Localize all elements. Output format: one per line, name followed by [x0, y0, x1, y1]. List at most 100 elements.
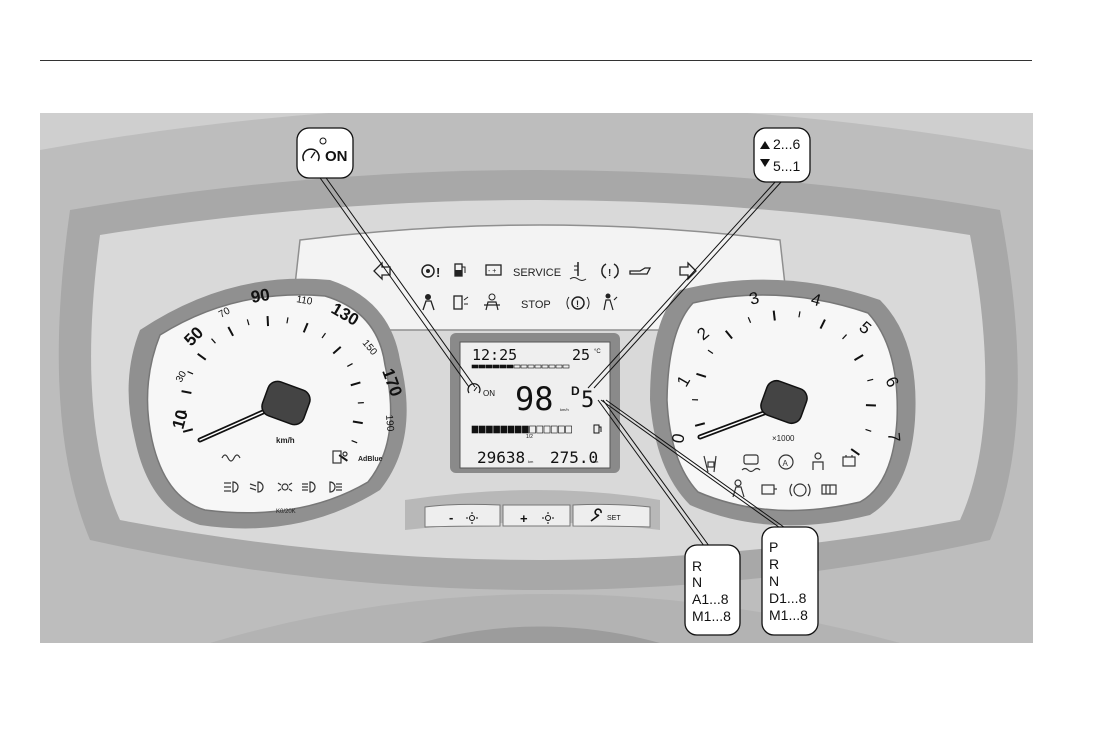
callout-cruise-label: ON [325, 148, 348, 165]
brightness-up-icon [542, 512, 554, 524]
speedometer-tick-mark [347, 363, 353, 367]
lcd-temp-segment [562, 364, 570, 369]
lcd-trip: 275.0 [550, 448, 598, 467]
dim-minus-button[interactable]: - [424, 503, 501, 528]
coolant-temp-icon [569, 262, 587, 281]
speedometer-tick-mark [321, 332, 326, 339]
gearbox-b-line-4: D1...8 [769, 590, 807, 606]
leader-cruise [317, 174, 476, 388]
tachometer-scale [692, 310, 876, 456]
gearbox-b-line-5: M1...8 [769, 607, 808, 623]
leader-shift [587, 180, 783, 389]
fuel-level-icon [454, 263, 466, 277]
lcd-temp-segment [555, 364, 563, 369]
speedometer-tick-mark [182, 428, 194, 433]
lcd-temp-segment [492, 364, 500, 369]
lcd-temp-segment [548, 364, 556, 369]
speedometer-unit: km/h [276, 436, 295, 445]
warning-panel-icons: ! - + SERVICE ! STOP ! [373, 261, 697, 311]
gearbox-b-line-2: R [769, 556, 779, 572]
svg-text:!: ! [608, 268, 611, 279]
speed-tick-10: 10 [169, 408, 192, 431]
lcd-fuel-segment [529, 425, 536, 434]
callout-gearbox-a: R N A1...8 M1...8 [684, 544, 741, 636]
shift-down-arrow-icon [760, 159, 770, 167]
gearbox-a-line-3: A1...8 [692, 591, 729, 607]
lcd-temp-segment [541, 364, 549, 369]
speedometer-tick-mark [187, 371, 194, 375]
lcd-fuel-segment [507, 425, 515, 434]
lcd-trip-unit: km [593, 459, 599, 464]
dim-minus-label: - [449, 510, 453, 525]
lcd-temp-segment [478, 364, 486, 369]
lcd-temp-segment [534, 364, 542, 369]
lcd-cruise-label: ON [483, 389, 495, 398]
lcd-fuel-half: 1/2 [526, 434, 533, 440]
abs-icon [789, 483, 811, 497]
lcd-fuel-segment [536, 425, 544, 434]
lcd-fuel-segment [543, 425, 551, 434]
speedometer-tick-mark [302, 322, 309, 333]
tachometer-tick-mark [696, 372, 707, 378]
tachometer-tick-mark [694, 422, 706, 427]
svg-text:!: ! [576, 299, 579, 309]
speedometer-indicator-icons [221, 450, 348, 493]
tachometer-tick-mark [842, 334, 848, 340]
tachometer-tick-mark [747, 316, 752, 323]
tyre-pressure-icon: ! [601, 263, 619, 279]
driver-seat-icon [484, 293, 500, 311]
lcd-temperature: 25 [572, 346, 590, 364]
lcd-screen [459, 341, 611, 469]
tachometer-tick-mark [772, 310, 776, 321]
speedometer-tick-mark [351, 439, 358, 444]
lcd-fuel-segment [514, 425, 522, 434]
shift-down-text: 5...1 [773, 158, 800, 174]
callout-shift-indicator: 2...6 5...1 [753, 127, 811, 183]
set-button[interactable]: SET [572, 503, 651, 528]
speedometer-tick-mark [350, 381, 361, 387]
lcd-odometer-unit: km [528, 459, 534, 464]
water-in-diesel-icon [332, 450, 348, 464]
gearbox-b-line-3: N [769, 573, 779, 589]
speed-limiter-icon [302, 137, 327, 162]
lcd-temp-segment [499, 364, 507, 369]
speedometer-tick-mark [352, 420, 363, 425]
brake-warning-icon: ! [566, 296, 590, 310]
gearbox-b-line-1: P [769, 539, 778, 555]
stop-label: STOP [521, 299, 551, 311]
lcd-fuel-segment [522, 425, 529, 434]
leader-gearbox-a [597, 399, 713, 551]
speed-tick-90: 90 [249, 285, 271, 307]
tachometer-multiplier: ×1000 [772, 434, 795, 443]
lcd-fuel-segment [471, 425, 479, 434]
speed-tick-110: 110 [295, 294, 313, 308]
lcd-temp-segment [520, 364, 528, 369]
lcd-fuel-segment [478, 425, 486, 434]
leader-gearbox-b [600, 399, 789, 531]
adblue-fault-icon [453, 295, 469, 310]
lcd-temp-segment [471, 364, 479, 369]
lcd-fuel-segment [558, 425, 565, 434]
tachometer-tick-mark [850, 448, 860, 456]
engine-icon [761, 484, 777, 495]
lcd-temp-segment [506, 364, 514, 369]
page-header-rule [40, 60, 1032, 61]
seatbelt-unfastened-icon [422, 294, 435, 311]
lcd-temp-unit: °C [594, 349, 601, 355]
airbag-off-icon [812, 452, 824, 470]
gearbox-a-line-4: M1...8 [692, 608, 731, 624]
sidelights-icon [277, 482, 293, 492]
callout-gearbox-b: P R N D1...8 M1...8 [761, 526, 819, 636]
stop-start-icon: A [778, 454, 794, 470]
rpm-tick-7: 7 [884, 432, 904, 443]
lcd-temp-segment [527, 364, 535, 369]
speedometer-tick-mark [286, 317, 289, 324]
lcd-gear-mode: D [571, 384, 580, 398]
svg-text:!: ! [436, 265, 440, 280]
rear-fog-icon [224, 481, 239, 493]
steering-fault-icon: ! [421, 264, 440, 280]
dim-plus-button[interactable]: + [502, 504, 571, 527]
steering-column-shadow [420, 626, 660, 643]
lcd-speed: 98 [515, 380, 554, 418]
